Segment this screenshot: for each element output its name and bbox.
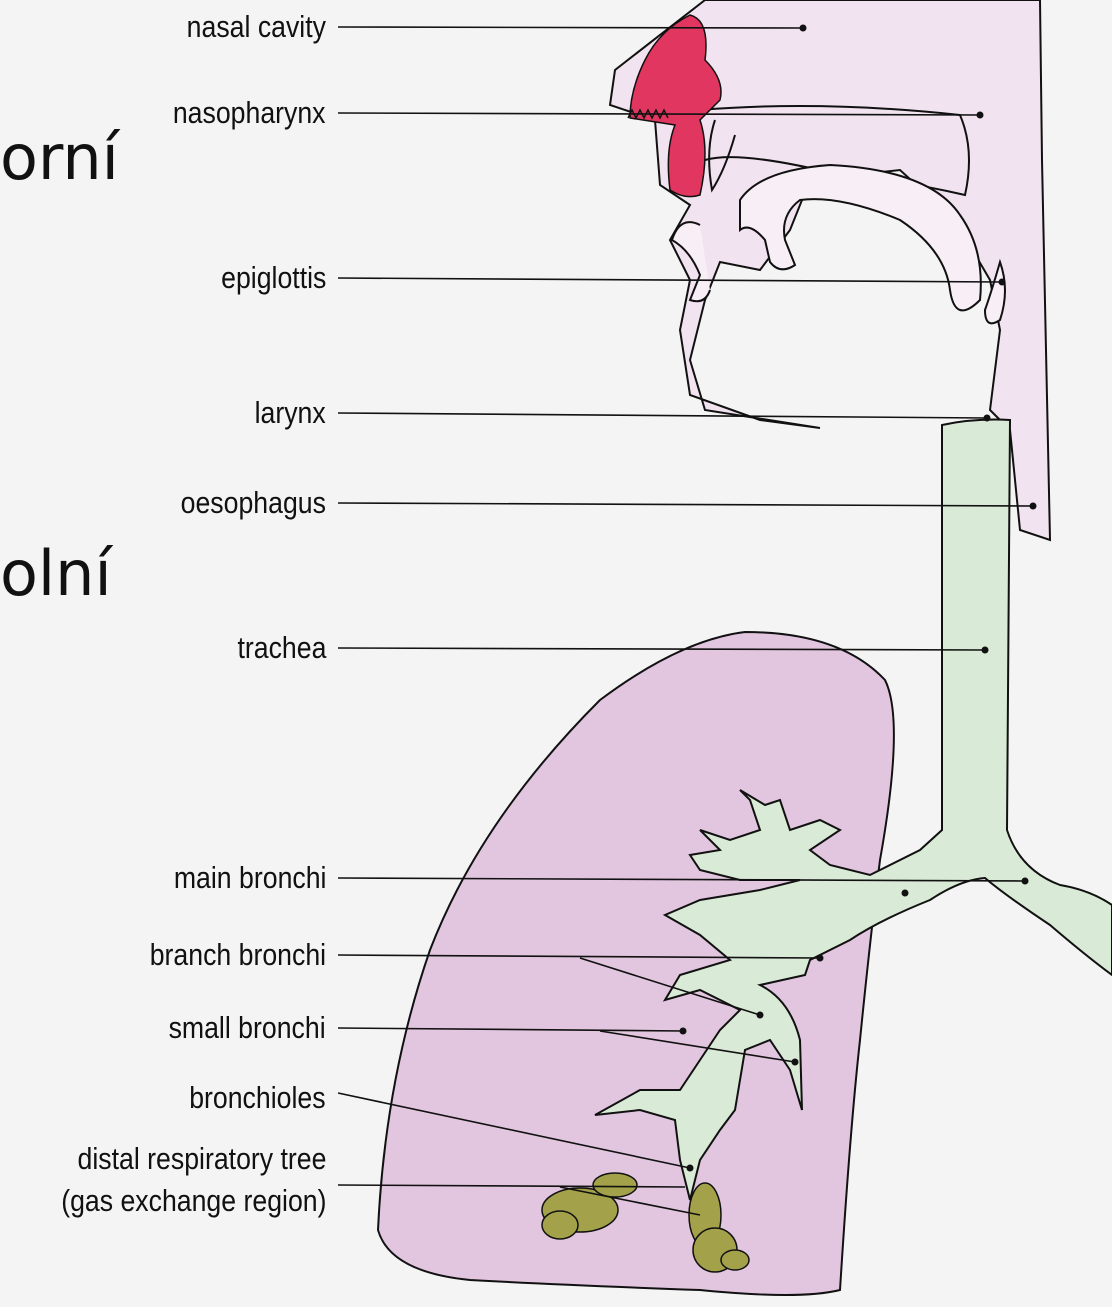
lung-shape — [378, 632, 894, 1295]
label-larynx: larynx — [255, 397, 326, 428]
label-main-bronchi: main bronchi — [173, 862, 326, 893]
label-oesophagus: oesophagus — [181, 487, 326, 518]
label-distal-line2: (gas exchange region) — [61, 1185, 326, 1216]
label-epiglottis: epiglottis — [221, 262, 326, 293]
label-distal-line1: distal respiratory tree — [77, 1143, 326, 1174]
label-nasal-cavity: nasal cavity — [187, 11, 326, 42]
label-nasopharynx: nasopharynx — [173, 97, 326, 128]
label-small-bronchi: small bronchi — [169, 1012, 326, 1043]
label-bronchioles: bronchioles — [190, 1082, 326, 1113]
label-branch-bronchi: branch bronchi — [150, 939, 326, 970]
label-trachea: trachea — [237, 632, 326, 663]
